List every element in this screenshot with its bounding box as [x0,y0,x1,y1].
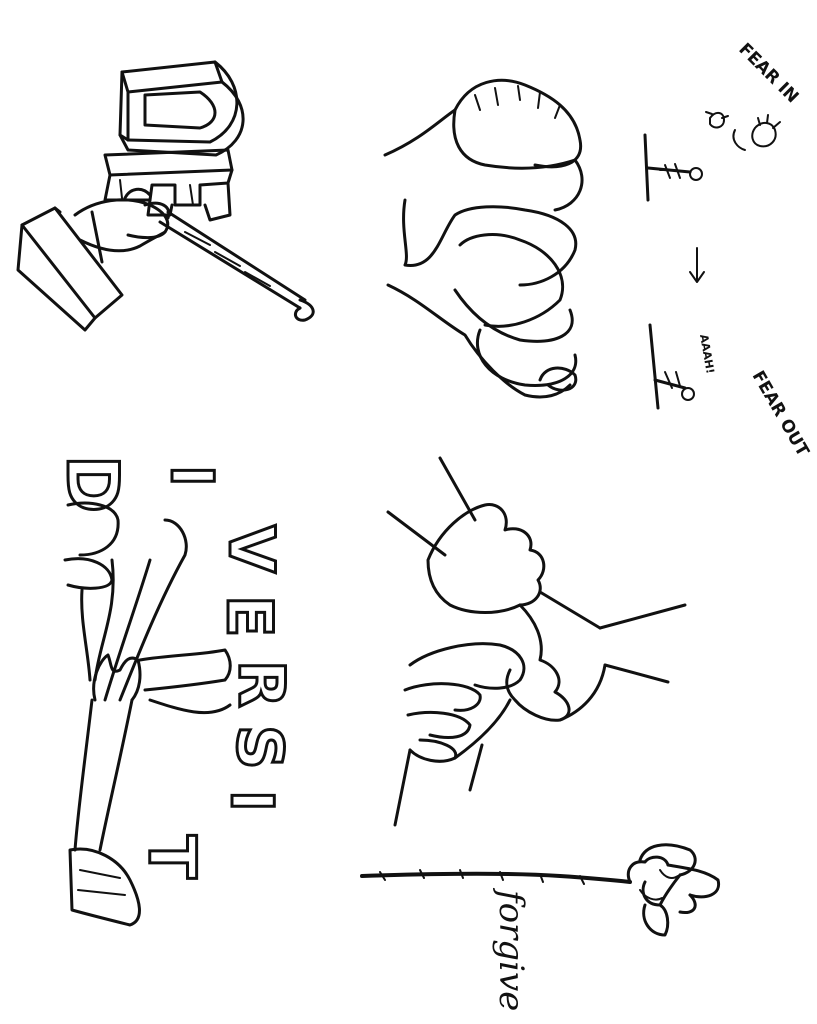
worried-face-icon [751,114,781,148]
hand-with-brush [73,187,315,322]
wooden-block [16,206,124,332]
diversity-letter-r: R [225,660,298,708]
clasped-hands-panel [386,456,687,827]
dei-letter-d [118,60,245,157]
diversity-panel: D I V E R S I T [50,454,300,927]
seesaw-figure-bottom [648,323,695,410]
curl-arrow [732,129,746,151]
diversity-letter-e: E [213,595,286,637]
diversity-letter-v: V [215,525,288,573]
diversity-letter-t: T [134,835,208,879]
down-arrow-icon [689,247,705,283]
dei-panel [16,60,315,332]
head-scribble [383,78,584,399]
diversity-letter-i2: I [218,790,286,812]
fear-in-label: FEAR IN [734,39,802,107]
diversity-letter-i1: I [158,465,226,487]
forgive-label: forgive [491,887,531,1011]
rose-stem [360,869,632,885]
fear-panel: FEAR IN AAAH! FEAR [383,39,813,461]
reaching-arms [63,501,232,927]
seesaw-figure-top [643,133,703,202]
forgive-panel: forgive [360,843,721,1011]
fear-out-label: FEAR OUT [748,368,813,461]
diversity-letter-d: D [51,455,133,513]
rose-flower-icon [626,843,721,937]
aaah-exclaim: AAAH! [697,333,717,374]
diversity-letter-s: S [223,725,296,770]
flower-doodle-icon [705,111,729,129]
